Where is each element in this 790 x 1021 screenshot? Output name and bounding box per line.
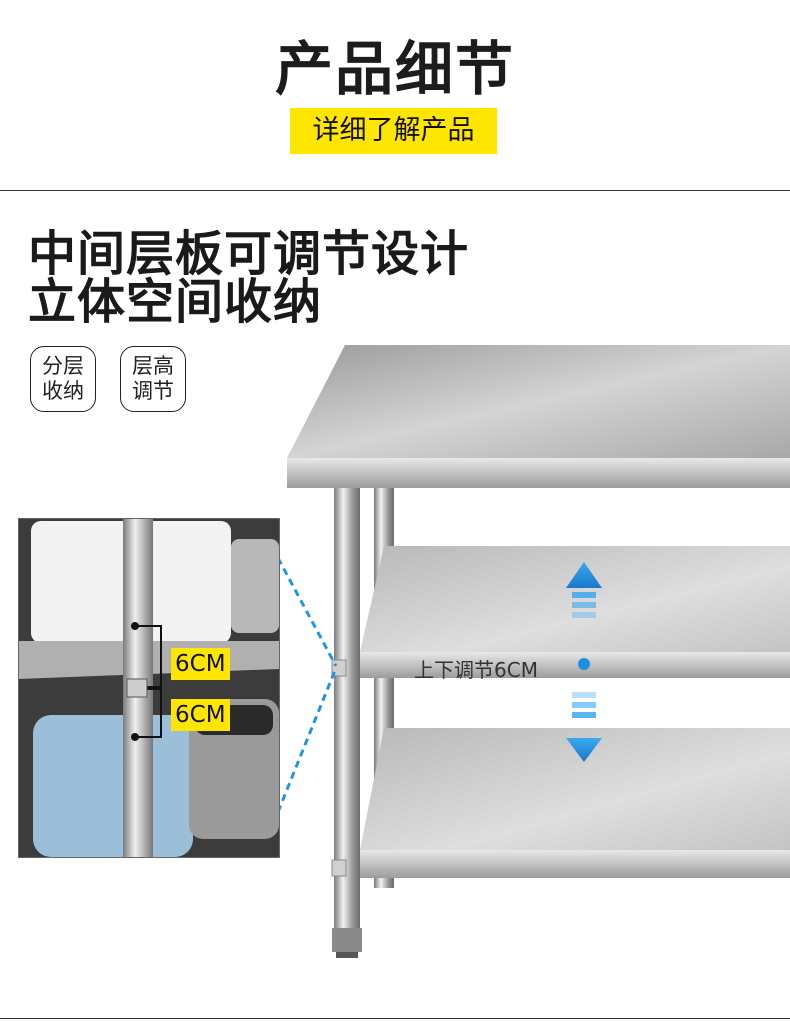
table-top-edge [287,458,790,488]
callout-line-bottom [276,667,338,813]
closeup-scene [19,519,279,857]
adjust-dot [578,658,590,670]
adjust-label: 上下调节6CM [414,658,538,682]
bottom-divider [0,1018,790,1019]
down-arrow-icon [566,692,602,762]
closeup-inset: 6CM 6CM [18,518,280,858]
feature-headline-line1: 中间层板可调节设计 [28,226,470,282]
bottom-shelf [360,728,790,850]
up-arrow-icon [566,562,602,618]
subtitle-badge: 详细了解产品 [290,108,497,154]
table-top [287,345,790,458]
tag-height-adjust: 层高 调节 [120,346,186,412]
front-leg [334,488,360,928]
leg-foot [332,928,362,952]
blue-toaster [33,715,193,857]
spacing-label-upper: 6CM [171,648,230,680]
spacing-label-lower: 6CM [171,699,230,731]
middle-shelf [360,546,790,652]
callout-line-top [276,557,338,667]
page-title: 产品细节 [274,35,515,103]
middle-shelf-edge [360,652,790,678]
bottom-shelf-edge [360,850,790,878]
feature-headline-line2: 立体空间收纳 [28,274,323,330]
steel-table-illustration [276,345,790,958]
top-divider [0,190,790,191]
tag-layered-storage: 分层 收纳 [30,346,96,412]
